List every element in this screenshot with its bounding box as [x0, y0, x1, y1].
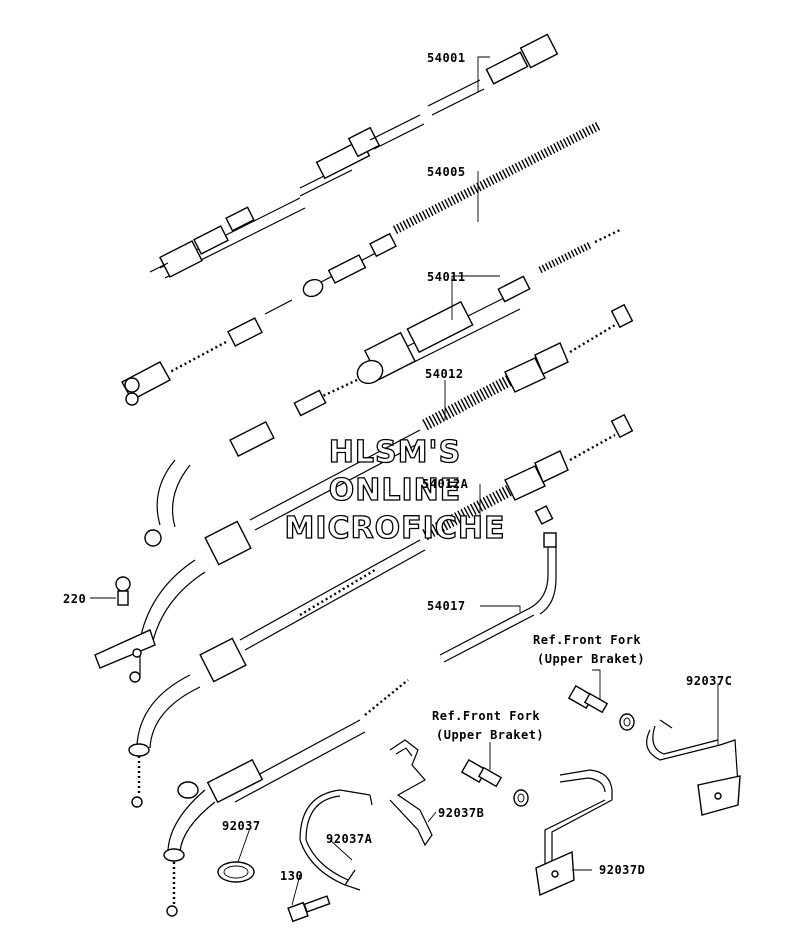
callout-92037B: 92037B: [438, 806, 484, 820]
bolt-middle: [460, 758, 529, 807]
callout-92037D: 92037D: [599, 863, 645, 877]
bolt-220: [115, 576, 131, 606]
watermark: HLSM'S ONLINE MICROFICHE: [284, 434, 506, 546]
callout-54005: 54005: [427, 165, 466, 179]
bolt-upper-right: [567, 684, 635, 731]
spiral-cable-54005: [264, 120, 603, 315]
ref-upper-line1: Ref.Front Fork: [533, 633, 641, 647]
watermark-line2: ONLINE: [329, 473, 462, 508]
callout-54001: 54001: [427, 51, 466, 65]
bracket-92037C: [646, 719, 741, 816]
callout-220: 220: [63, 592, 86, 606]
ref-upper-line2: (Upper Braket): [537, 652, 645, 666]
clutch-cable-54011: [121, 228, 621, 406]
leader-lines: [90, 56, 719, 906]
bracket-92037A: [299, 789, 373, 891]
watermark-line1: HLSM'S: [329, 435, 461, 470]
callout-54011: 54011: [427, 270, 466, 284]
bracket-92037D: [535, 769, 613, 897]
speedometer-cable-54001: [149, 33, 559, 279]
watermark-line3: MICROFICHE: [285, 511, 506, 546]
ref-lower-line2: (Upper Braket): [436, 728, 544, 742]
callout-labels: 54001 54005 54011 54012 54012A 54017 220…: [63, 51, 732, 883]
lower-cable: [163, 679, 409, 917]
cable-54017: [439, 505, 557, 663]
callout-92037: 92037: [222, 819, 261, 833]
clamp-92037: [217, 861, 255, 883]
bracket-92037B: [389, 739, 433, 847]
throttle-cable-54012: [94, 303, 634, 683]
callout-92037C: 92037C: [686, 674, 732, 688]
callout-92037A: 92037A: [326, 832, 373, 846]
bolt-130: [287, 895, 331, 923]
ref-lower-line1: Ref.Front Fork: [432, 709, 540, 723]
throttle-cable-54012A: [128, 413, 634, 808]
callout-54012A: 54012A: [422, 477, 469, 491]
callout-54012: 54012: [425, 367, 464, 381]
reference-notes: Ref.Front Fork (Upper Braket) Ref.Front …: [432, 633, 645, 742]
callout-130: 130: [280, 869, 303, 883]
callout-54017: 54017: [427, 599, 466, 613]
